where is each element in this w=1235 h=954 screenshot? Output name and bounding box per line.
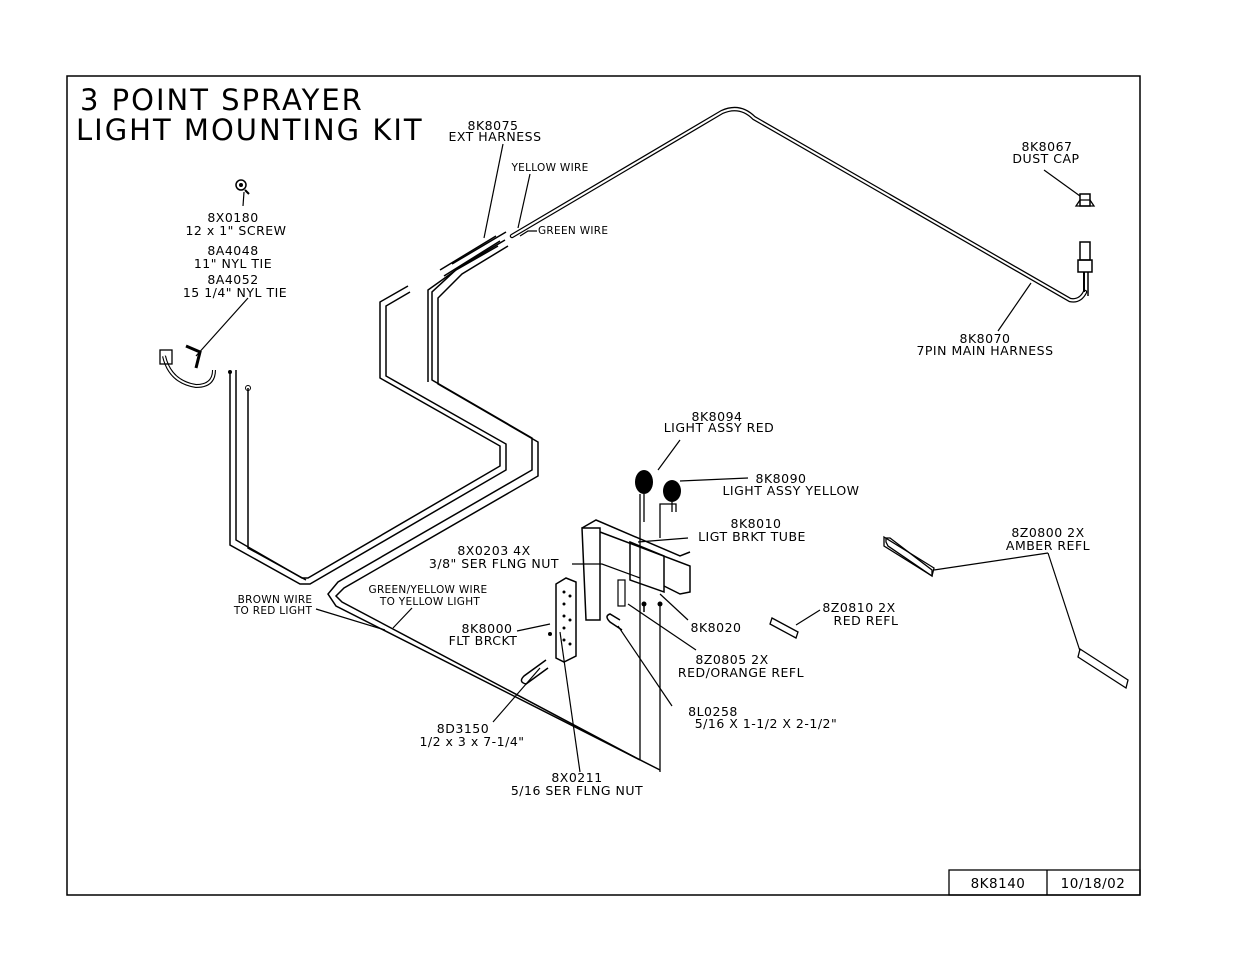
harness-plug-icon [1077,241,1093,296]
flt-brckt-desc: FLT BRCKT [449,633,518,648]
nyl-tie-11-number: 8A4048 [207,243,258,258]
red-orange-refl-desc: RED/ORANGE REFL [678,665,804,680]
light-yellow-desc: LIGHT ASSY YELLOW [722,483,859,498]
brkt-tube-desc: LIGT BRKT TUBE [698,529,806,544]
green-yellow-wire-line1: GREEN/YELLOW WIRE [369,584,488,596]
flng-nut-38-number: 8X0203 4X [457,543,530,558]
ext-harness-wire [229,231,661,771]
light-red-number: 8K8094 [692,409,743,424]
label-red-orange-refl: 8Z0805 2X RED/ORANGE REFL [678,652,804,680]
dust-cap-icon [1074,193,1096,207]
main-harness-number: 8K8070 [960,331,1011,346]
nylon-tie-icon [159,344,216,389]
label-light-red: 8K8094 LIGHT ASSY RED [664,409,775,435]
amber-refl-desc: AMBER REFL [1006,538,1090,553]
light-red-desc: LIGHT ASSY RED [664,420,775,435]
amber-reflector-icon [883,535,1129,690]
red-refl-desc: RED REFL [834,613,899,628]
wire-ends [228,370,663,772]
red-light-icon [635,470,653,522]
ext-harness-desc: EXT HARNESS [448,129,541,144]
label-green-yellow-wire: GREEN/YELLOW WIRE TO YELLOW LIGHT [369,584,488,608]
ext-harness-number: 8K8075 [468,118,519,133]
label-brkt-tube: 8K8010 LIGT BRKT TUBE [698,516,806,544]
title-block: 8K8140 10/18/02 [948,869,1141,896]
page-title-line2: LIGHT MOUNTING KIT [76,113,424,147]
page-title-line1: 3 POINT SPRAYER [80,83,364,117]
label-dust-cap: 8K8067 DUST CAP [1012,139,1079,166]
flng-nut-516-number: 8X0211 [551,770,602,785]
label-brown-wire: BROWN WIRE TO RED LIGHT [233,594,313,617]
leader-lines [195,143,1081,773]
yellow-wire-label: YELLOW WIRE [510,162,588,174]
nyl-tie-15-desc: 15 1/4" NYL TIE [183,285,287,300]
label-flt-brckt: 8K8000 FLT BRCKT [449,621,518,648]
amber-refl-number: 8Z0800 2X [1011,525,1084,540]
u-bolt-small-desc: 5/16 X 1-1/2 X 2-1/2" [695,716,838,731]
brown-wire-line2: TO RED LIGHT [233,605,313,617]
label-main-harness: 8K8070 7PIN MAIN HARNESS [916,331,1053,358]
dust-cap-number: 8K8067 [1022,139,1073,154]
screw-desc: 12 x 1" SCREW [185,223,286,238]
nyl-tie-11-desc: 11" NYL TIE [194,256,272,271]
dust-cap-desc: DUST CAP [1012,151,1079,166]
flng-nut-38-desc: 3/8" SER FLNG NUT [429,556,559,571]
label-ext-harness: 8K8075 EXT HARNESS [448,118,541,144]
label-red-refl: 8Z0810 2X RED REFL [822,600,898,628]
drawing-border [66,75,1141,896]
yellow-light-icon [659,480,681,538]
brkt-tube-number: 8K8010 [731,516,782,531]
light-yellow-number: 8K8090 [756,471,807,486]
u-bolt-large-icon [520,659,549,685]
part-8k8020-label: 8K8020 [691,620,742,635]
red-refl-number: 8Z0810 2X [822,600,895,615]
brown-wire-line1: BROWN WIRE [238,594,313,606]
label-u-bolt-small: 8L0258 5/16 X 1-1/2 X 2-1/2" [688,704,837,731]
flng-nut-516-desc: 5/16 SER FLNG NUT [511,783,643,798]
label-hardware-left: 8X0180 12 x 1" SCREW 8A4048 11" NYL TIE … [183,210,287,300]
screw-number: 8X0180 [207,210,258,225]
bracket-tube-icon [581,519,691,621]
label-flng-nut-516: 8X0211 5/16 SER FLNG NUT [511,770,643,798]
u-bolt-large-number: 8D3150 [437,721,489,736]
screw-icon [235,179,250,195]
nyl-tie-15-number: 8A4052 [207,272,258,287]
green-wire-label: GREEN WIRE [538,225,608,237]
red-orange-refl-number: 8Z0805 2X [695,652,768,667]
flat-bracket-icon [548,577,577,663]
label-amber-refl: 8Z0800 2X AMBER REFL [1006,525,1090,553]
u-bolt-large-desc: 1/2 x 3 x 7-1/4" [419,734,524,749]
green-yellow-wire-line2: TO YELLOW LIGHT [379,596,481,608]
flt-brckt-number: 8K8000 [462,621,513,636]
main-harness-desc: 7PIN MAIN HARNESS [916,343,1053,358]
u-bolt-small-icon [606,613,623,631]
u-bolt-small-number: 8L0258 [688,704,738,719]
label-flng-nut-38: 8X0203 4X 3/8" SER FLNG NUT [429,543,559,571]
main-harness-wire [509,106,1088,303]
label-u-bolt-large: 8D3150 1/2 x 3 x 7-1/4" [419,721,524,749]
drawing-date: 10/18/02 [1061,876,1126,892]
red-reflector-icon [769,617,799,639]
drawing-number: 8K8140 [971,876,1026,892]
label-light-yellow: 8K8090 LIGHT ASSY YELLOW [722,471,859,498]
